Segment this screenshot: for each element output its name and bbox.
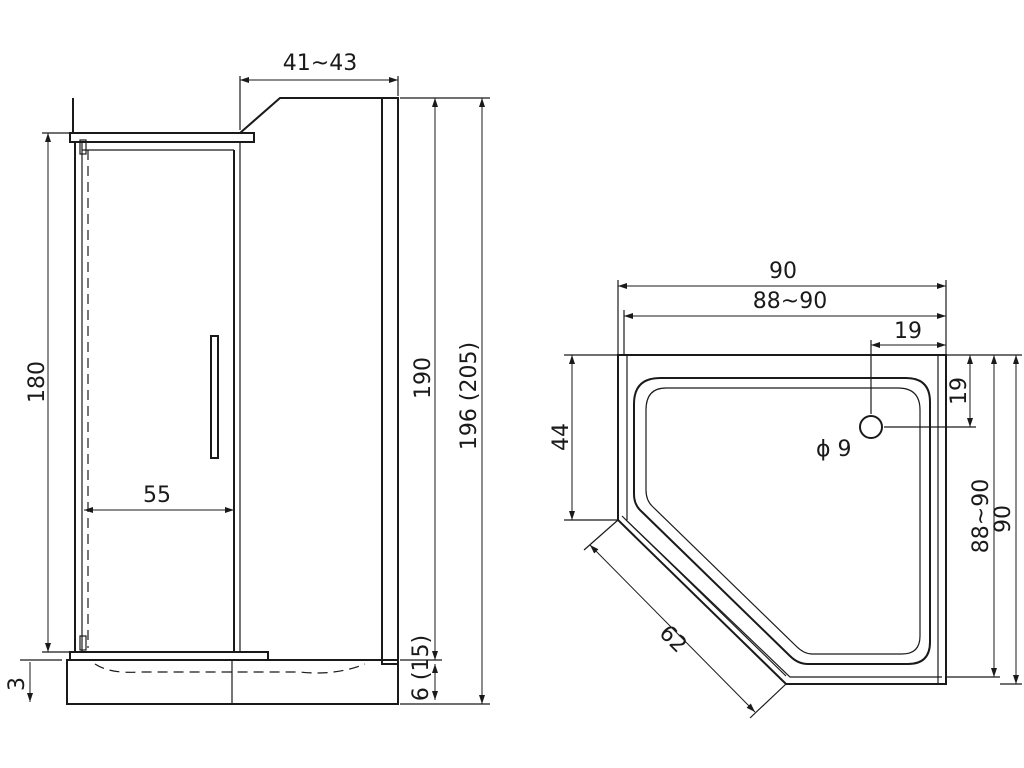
- dim-label-drain-offset-x: 19: [894, 319, 922, 344]
- ext-line: [583, 519, 619, 551]
- dim-label-inner-height: 190: [411, 357, 436, 399]
- dim-label-tray-height: 6 (15): [409, 635, 434, 701]
- back-panel: [381, 97, 399, 665]
- dim-diagonal-width: [589, 544, 756, 713]
- dim-label-offset: 3: [5, 677, 30, 691]
- dim-label-inner-depth: 88~90: [969, 479, 994, 553]
- dim-label-total-height: 196 (205): [457, 342, 482, 450]
- plan-view: ϕ 9 90 88~90 19 19 44 88~90 90: [549, 259, 1022, 719]
- dim-label-door-height: 180: [25, 361, 50, 403]
- bottom-rail: [69, 651, 269, 661]
- basin-outer: [633, 377, 931, 665]
- tray-basin-hidden: [94, 663, 366, 674]
- dim-label-outer-width: 90: [769, 259, 797, 284]
- hinge-bottom: [79, 635, 87, 651]
- dim-label-inner-width: 88~90: [753, 289, 827, 314]
- drain-circle: [859, 415, 883, 439]
- top-cap: [239, 97, 398, 134]
- dim-label-drain-offset-y: 19: [947, 377, 972, 405]
- door-glass-line: [621, 515, 787, 677]
- side-view: 41~43 180 55 190 196 (205) 6 (15) 3: [5, 51, 490, 705]
- tray-outline: [617, 354, 947, 685]
- dim-label-diagonal-width: 62: [654, 621, 691, 658]
- dim-label-drain-diameter: ϕ 9: [816, 437, 852, 462]
- basin-inner: [645, 387, 921, 655]
- door-handle: [210, 335, 219, 459]
- dim-label-door-width: 55: [143, 483, 171, 508]
- top-rail: [69, 132, 255, 143]
- dim-label-side-depth: 44: [549, 423, 574, 451]
- dim-label-top-width: 41~43: [283, 51, 357, 76]
- hinge-top: [79, 139, 87, 155]
- dim-label-outer-depth: 90: [991, 505, 1016, 533]
- ext-line: [749, 683, 787, 719]
